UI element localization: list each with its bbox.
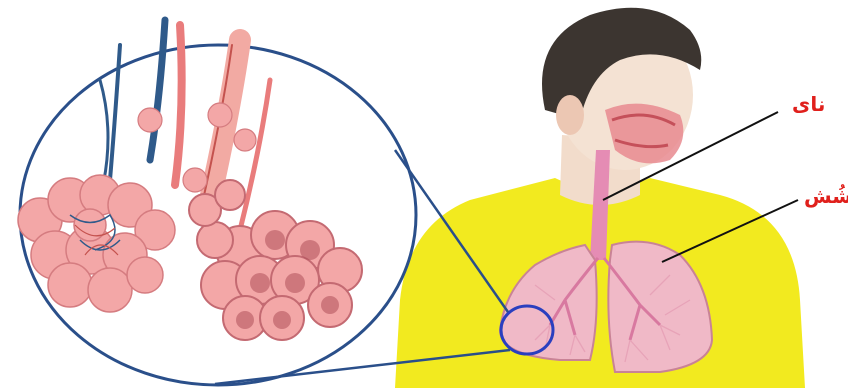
trachea-label: نای <box>792 92 825 116</box>
lung-label: شُش <box>804 184 848 208</box>
human-figure <box>395 8 805 388</box>
alveoli-magnified <box>18 20 416 385</box>
ear <box>556 95 584 135</box>
